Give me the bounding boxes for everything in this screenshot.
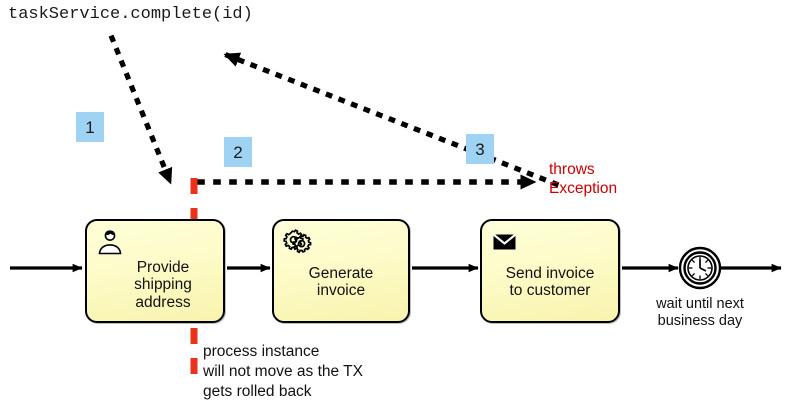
service-task-gear-icon — [283, 229, 312, 254]
step-badge-2: 2 — [224, 137, 252, 167]
step-badge-3: 3 — [466, 134, 494, 164]
task-provide-shipping-address[interactable]: Provide shipping address — [85, 219, 225, 323]
timer-clock-icon — [678, 246, 722, 290]
send-task-envelope-icon — [492, 233, 517, 250]
task-label-generate-invoice: Generate invoice — [308, 265, 374, 300]
call-arrow-3 — [220, 50, 560, 188]
step-badge-1: 1 — [76, 112, 104, 142]
rollback-annotation: process instance will not move as the TX… — [203, 343, 363, 400]
task-send-invoice-to-customer[interactable]: Send invoice to customer — [480, 219, 620, 323]
task-label-send-invoice-to-customer: Send invoice to customer — [505, 265, 595, 300]
throws-exception-label: throws Exception — [549, 161, 618, 197]
page-title: taskService.complete(id) — [8, 5, 253, 24]
timer-event-label: wait until next business day — [656, 296, 744, 329]
user-task-icon — [98, 230, 122, 255]
task-label-provide-shipping-address: Provide shipping address — [134, 259, 192, 311]
task-generate-invoice[interactable]: Generate invoice — [272, 219, 410, 323]
call-arrow-1 — [108, 34, 175, 188]
